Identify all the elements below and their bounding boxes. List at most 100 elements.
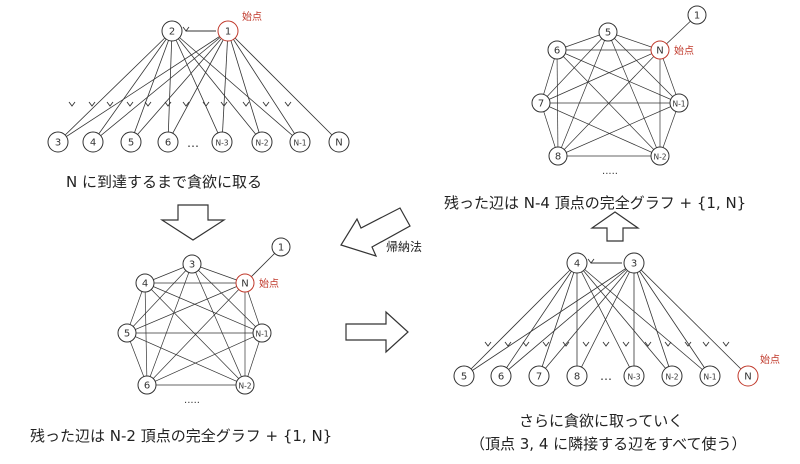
edge-arrowhead [68, 101, 76, 107]
p2-dots: ····· [184, 398, 200, 409]
p4-node-N-2-label: N-2 [653, 153, 666, 162]
p2-node-N-1-label: N-1 [255, 330, 268, 339]
edge-arrowhead [242, 101, 250, 107]
p4-complete-edge [557, 102, 680, 157]
panel3-caption-line2: （頂点 3, 4 に隣接する辺をすべて使う） [470, 435, 747, 453]
p2-complete-edge [126, 282, 246, 334]
p3-bottom-node-6-label: 6 [498, 372, 504, 383]
flow-arrows-layer [159, 204, 640, 354]
p2-node-5: 5 [117, 323, 137, 343]
edge-arrowhead [220, 101, 228, 107]
edge-v3-to-bottom [633, 262, 711, 377]
edge-v4-to-bottom [463, 262, 578, 377]
p2-complete-edge [191, 263, 263, 334]
edge-arrowhead [202, 101, 210, 107]
p3-top-node-4-label: 4 [574, 259, 580, 270]
p1-bottom-node-6-circle [157, 131, 179, 153]
p2-node-1-label: 1 [278, 243, 284, 254]
p2-start-label: 始点 [259, 277, 279, 290]
p2-complete-edge [146, 282, 246, 386]
p2-node-3-circle [182, 254, 202, 274]
p1-bottom-node-5: 5 [120, 131, 142, 153]
p2-node-N-label: N [241, 279, 248, 290]
edge-arrowhead [664, 341, 672, 347]
p3-bottom-node-N-1-circle [699, 365, 721, 387]
p4-node-5-label: 5 [605, 28, 611, 39]
p3-bottom-node-8-label: 8 [574, 372, 580, 383]
edge-v3-to-bottom [633, 262, 749, 377]
p3-top-node-4-circle [566, 252, 588, 274]
p1-bottom-node-N-2-label: N-2 [255, 139, 268, 148]
p3-bottom-node-6-circle [490, 365, 512, 387]
panel2-caption: 残った辺は N-2 頂点の完全グラフ + {1, N} [30, 427, 333, 445]
p2-node-N-1-circle [252, 323, 272, 343]
p2-node-6: 6 [137, 375, 157, 395]
edge-arrowhead [522, 341, 530, 347]
p1-bottom-node-N-2-circle [251, 131, 273, 153]
p1-bottom-node-N-2: N-2 [251, 131, 273, 153]
edge-v3-to-v4-arrowhead [587, 258, 595, 264]
edge-arrowhead [484, 341, 492, 347]
p2-node-5-circle [117, 323, 137, 343]
p4-node-8-circle [548, 146, 568, 166]
p2-node-N-circle [235, 273, 255, 293]
edge-arrowhead [504, 341, 512, 347]
edge-v3-to-bottom [500, 262, 635, 377]
p4-node-5: 5 [598, 22, 618, 42]
p4-start-label: 始点 [674, 44, 694, 57]
p2-node-4: 4 [135, 273, 155, 293]
edge-arrowhead [622, 341, 630, 347]
p2-node-6-circle [137, 375, 157, 395]
p4-node-8: 8 [548, 146, 568, 166]
p3-bottom-node-8: 8 [566, 365, 588, 387]
p1-bottom-node-3-label: 3 [55, 138, 61, 149]
p3-bottom-node-N-2-circle [661, 365, 683, 387]
edge-v2-to-bottom [171, 30, 301, 143]
p1-top-node-2-label: 2 [169, 27, 175, 38]
p1-bottom-node-5-label: 5 [128, 138, 134, 149]
p3-bottom-node-7: 7 [528, 365, 550, 387]
p3-bottom-node-N-1: N-1 [699, 365, 721, 387]
p4-node-N-1-label: N-1 [672, 100, 685, 109]
p2-node-N-2-circle [235, 375, 255, 395]
p4-dots: ····· [602, 169, 618, 180]
edge-v2-to-bottom [171, 30, 223, 143]
p4-node-6-circle [547, 40, 567, 60]
edge-arrowhead [644, 341, 652, 347]
p4-node-1-circle [687, 5, 707, 25]
p3-bottom-node-7-circle [528, 365, 550, 387]
p2-complete-edge [146, 332, 263, 386]
p4-node-7-label: 7 [538, 99, 544, 110]
right-block-arrow [345, 310, 409, 354]
p3-bottom-node-5: 5 [453, 365, 475, 387]
p2-node-N-1: N-1 [252, 323, 272, 343]
induction-block-arrow [340, 207, 411, 257]
p4-node-N: N [650, 40, 670, 60]
p4-node-7: 7 [531, 93, 551, 113]
p1-bottom-node-3: 3 [47, 131, 69, 153]
p4-node-6-label: 6 [554, 46, 560, 57]
p1-top-node-2-circle [161, 20, 183, 42]
edge-v1-to-bottom [130, 30, 229, 143]
p3-bottom-node-N-circle [737, 365, 759, 387]
p3-start-label: 始点 [760, 353, 780, 366]
edge-arrowhead [602, 341, 610, 347]
p2-complete-edge [126, 332, 246, 386]
p2-node-N: N [235, 273, 255, 293]
edge-arrowhead [702, 341, 710, 347]
edge-v1-to-bottom [227, 30, 301, 143]
edge-arrowhead [542, 341, 550, 347]
edge-v2-to-bottom [92, 30, 173, 143]
p3-row-ellipsis: … [600, 369, 612, 383]
p1-bottom-node-N: N [328, 131, 350, 153]
edge-arrowhead [284, 101, 292, 107]
panel3-caption-line1: さらに貪欲に取っていく [519, 412, 684, 430]
edge-arrowhead [106, 101, 114, 107]
p1-bottom-node-6: 6 [157, 131, 179, 153]
edge-arrowhead [88, 101, 96, 107]
edge-v1-to-bottom [167, 30, 229, 143]
p2-node-5-label: 5 [124, 329, 130, 340]
p1-top-node-1-label: 1 [225, 27, 231, 38]
